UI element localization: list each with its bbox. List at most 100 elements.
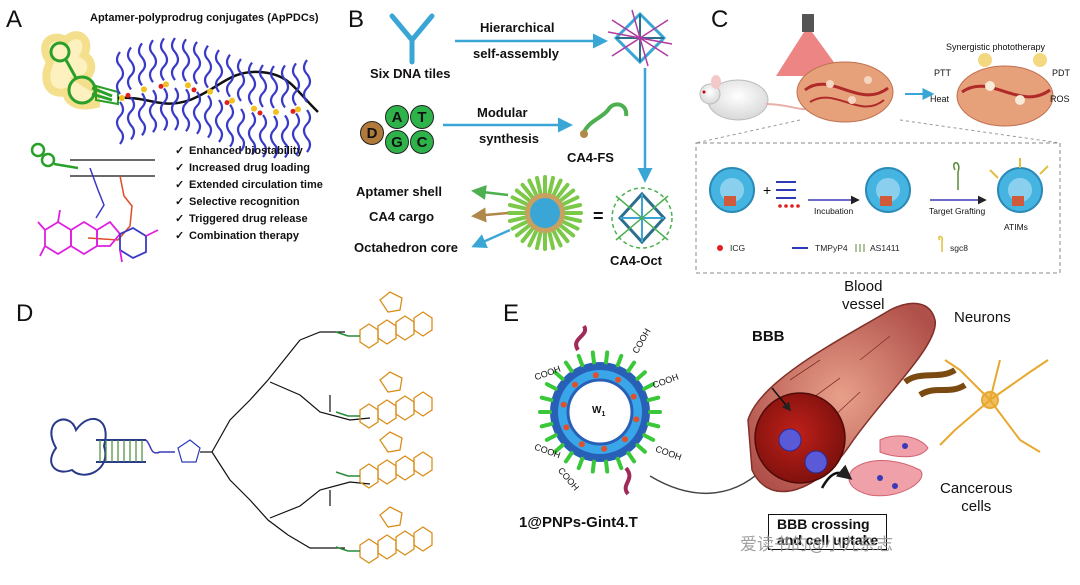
aptamer-spike [510,195,529,207]
aptamer-hairpin-d [50,418,175,476]
drug-ring [395,530,415,556]
drug-node [229,97,235,104]
ptt-label: PTT [934,68,951,78]
cargo-dot [578,441,585,448]
nucleotide-g: G [385,130,409,154]
drug-ring [359,323,379,349]
side-chain-up [236,58,246,102]
feature-item: ✓Combination therapy [175,228,323,245]
nanoparticle-name-label: 1@PNPs-Gint4.T [519,514,638,531]
nucleotide-d: D [360,121,384,145]
nucleotide-c: C [410,130,434,154]
aptamer-spike [558,188,576,203]
side-chain-up [269,65,279,109]
peg-spike [642,433,656,442]
side-chain-down [280,114,290,159]
core-arrow [471,228,511,248]
drug-ring [395,455,415,481]
hydrazone-link [335,471,360,477]
aptamer-spike [561,195,580,207]
drug-ring [395,395,415,421]
cargo-dot [622,436,629,443]
side-chain-down [214,99,224,143]
check-icon: ✓ [175,179,185,191]
check-icon: ✓ [175,196,185,208]
octahedron-assembly [607,9,673,67]
bbb-label: BBB [752,328,785,345]
peg-spike [590,350,596,365]
peg-spike [635,370,647,381]
peg-spike [590,459,596,474]
side-chain-up [192,41,202,85]
drug-node [273,108,279,115]
drug-node [257,110,263,116]
panel-d-letter: D [16,300,34,327]
synergistic-phototherapy-label: Synergistic phototherapy [946,42,1046,52]
ca4-fs-label: CA4-FS [567,150,614,165]
sugar-ring [379,506,403,528]
synthesis-label: synthesis [479,131,539,146]
self-assembly-label: self-assembly [473,46,559,61]
side-chain-down [291,112,301,157]
drug-node [163,81,169,88]
ca4-fs-strand [582,102,629,134]
peg-spike [615,456,624,471]
cargo-dot [571,381,578,388]
side-chain-down [258,114,268,158]
polymer-nanoparticle [538,324,662,496]
nanoparticle-sequence: + [709,158,1049,252]
delivery-arrow [649,468,764,494]
incubation-label: Incubation [814,206,854,216]
side-chain-up [280,64,290,109]
drug-node [119,95,125,101]
pdt-label: PDT [1052,68,1070,78]
drug-ring [359,538,379,564]
aptamer-spike [527,229,539,248]
peg-spike [544,382,558,391]
drug-node [141,86,147,93]
aptamer-sphere [507,175,583,251]
cancerous-cells-illustration [820,435,929,497]
side-chain-up [291,62,301,107]
drug-ring [377,319,397,345]
side-chain-down [181,88,191,132]
aptamer-spike [520,182,535,200]
side-chain-up [302,59,312,103]
ca4-oct-structure [611,187,673,249]
hydrazone-link [335,331,360,337]
panel-c-graphics: + [695,14,1061,274]
panel-d-graphics [50,291,433,564]
ca4-oct-label: CA4-Oct [610,253,663,268]
hydrazone-link [335,411,360,417]
side-chain-up [225,54,235,98]
drug-ring [377,399,397,425]
neurons-illustration [903,359,1049,453]
side-chain-down [236,108,246,152]
mouse-illustration [699,75,811,121]
side-chain-up [126,46,136,91]
aptamer-spike [551,229,563,248]
side-chain-up [170,37,180,81]
octahedron-core [530,198,560,228]
panel-b-letter: B [348,6,365,33]
drug-ring [413,451,433,477]
blood-vessel-label: Blood vessel [842,278,885,313]
peg-spike [553,370,565,381]
side-chain-up [181,38,191,82]
drug-ring [413,311,433,337]
laser-source [802,14,814,32]
treated-tumor [956,53,1054,127]
drug-node [158,83,164,89]
bbb-crossing-box: BBB crossing and cell uptake [768,514,888,550]
doxorubicin-units [335,291,433,564]
check-icon: ✓ [175,145,185,157]
side-chain-up [148,39,158,83]
drug-node [125,92,131,98]
dendron-linker [177,331,371,549]
peg-spike [553,443,565,454]
peg-spike [604,459,610,474]
drug-node [224,100,230,106]
shell-arrow [471,184,509,200]
sugar-ring [379,371,403,393]
